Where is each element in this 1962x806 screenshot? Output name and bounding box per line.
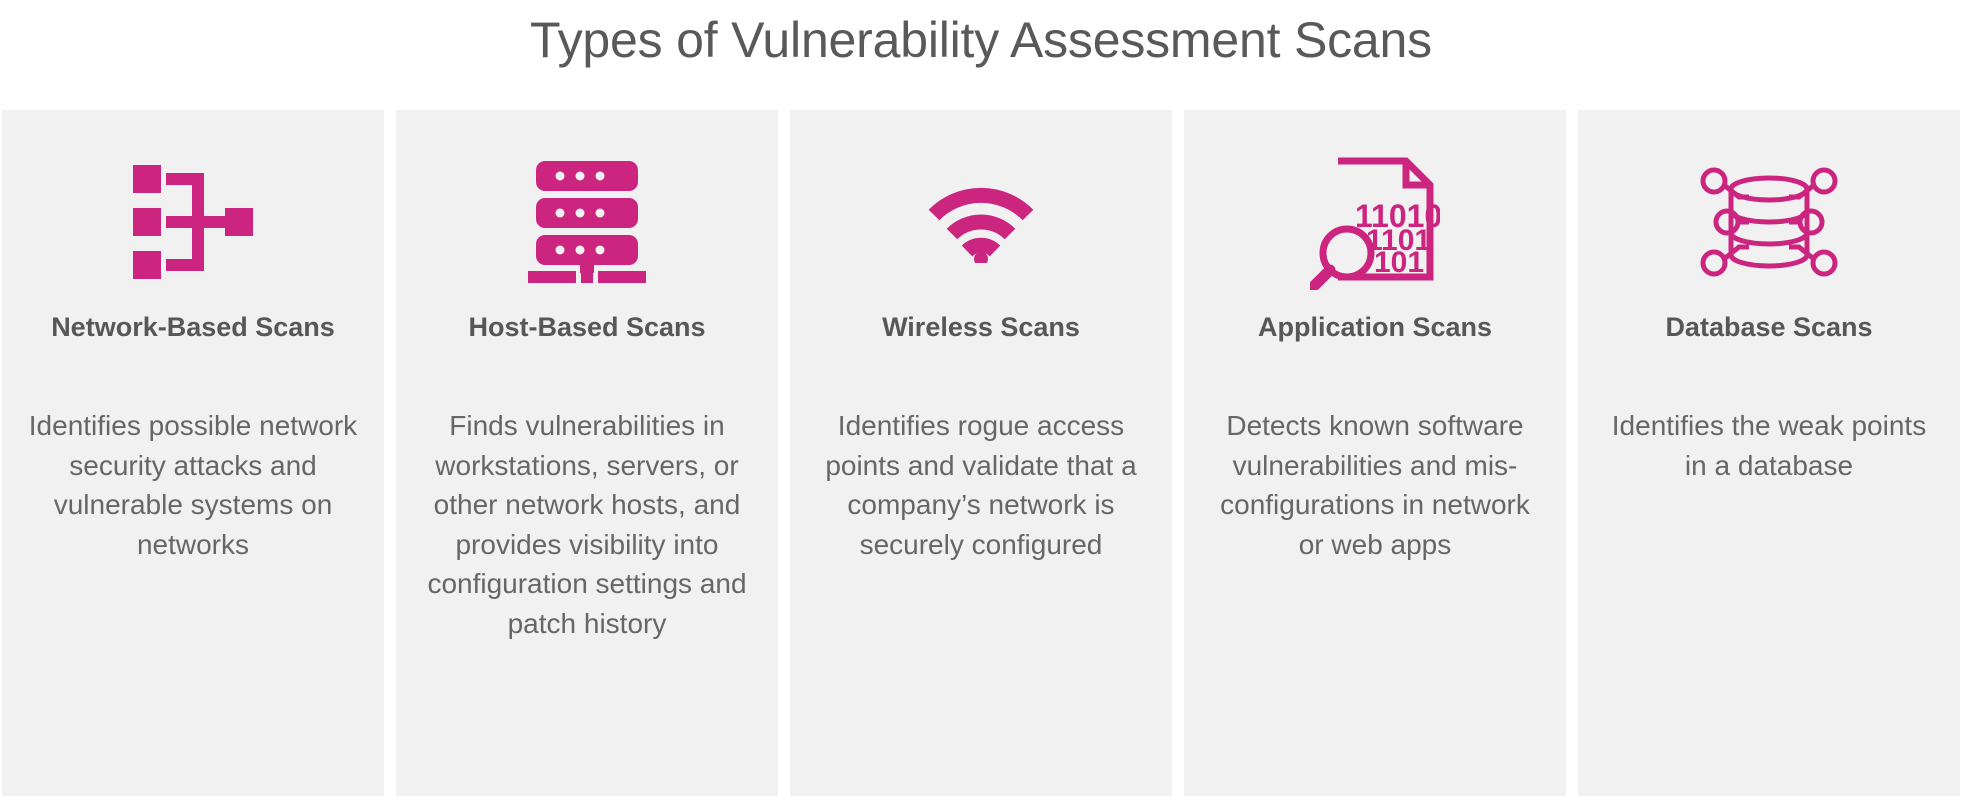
server-stack-icon bbox=[396, 152, 778, 292]
wifi-signal-icon bbox=[790, 152, 1172, 292]
card-body-text: Identifies the weak points in a database bbox=[1611, 410, 1927, 481]
card-heading: Database Scans bbox=[1665, 312, 1873, 342]
card-body-text: Identifies rogue access points and valid… bbox=[825, 410, 1137, 560]
card-host-based-scans[interactable]: Host-Based Scans Finds vulnerabilities i… bbox=[396, 110, 778, 796]
scan-type-card-list: Network-Based Scans Identifies possible … bbox=[0, 110, 1962, 796]
document-binary-magnifier-icon: 11010 1101 101 bbox=[1184, 152, 1566, 292]
card-application-scans[interactable]: 11010 1101 101 Application Scans Detects… bbox=[1184, 110, 1566, 796]
card-heading: Network-Based Scans bbox=[51, 312, 335, 342]
card-wireless-scans[interactable]: Wireless Scans Identifies rogue access p… bbox=[790, 110, 1172, 796]
card-body-text: Identifies possible network security att… bbox=[28, 410, 358, 560]
database-network-icon bbox=[1578, 152, 1960, 292]
binary-text-row-2: 1101 bbox=[1366, 224, 1431, 257]
card-heading: Wireless Scans bbox=[882, 312, 1080, 342]
card-heading: Host-Based Scans bbox=[468, 312, 706, 342]
binary-text-row-3: 101 bbox=[1374, 246, 1424, 279]
card-database-scans[interactable]: Database Scans Identifies the weak point… bbox=[1578, 110, 1960, 796]
page-title: Types of Vulnerability Assessment Scans bbox=[530, 12, 1432, 68]
card-network-based-scans[interactable]: Network-Based Scans Identifies possible … bbox=[2, 110, 384, 796]
card-body-text: Finds vulnerabilities in workstations, s… bbox=[427, 410, 747, 639]
card-body-text: Detects known software vulnerabilities a… bbox=[1220, 410, 1530, 560]
binary-text-row-1: 11010 bbox=[1355, 198, 1440, 234]
network-topology-icon bbox=[2, 152, 384, 292]
card-heading: Application Scans bbox=[1257, 312, 1493, 342]
